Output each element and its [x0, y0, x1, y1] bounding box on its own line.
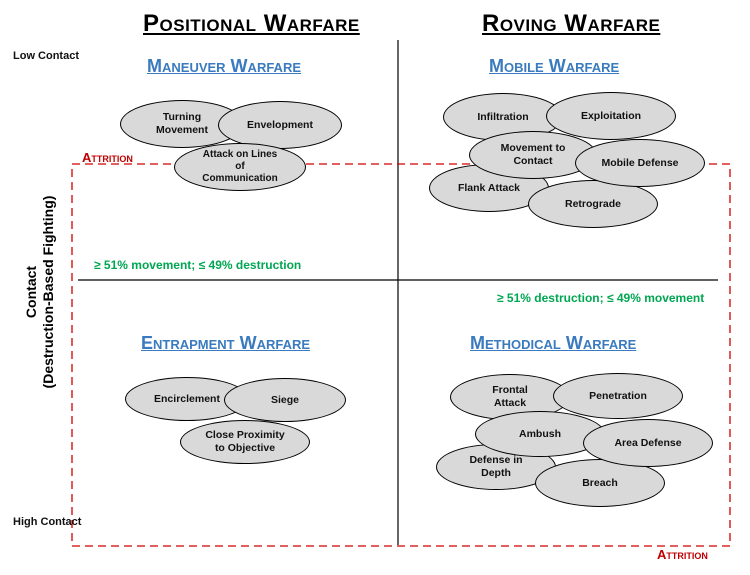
contact-label: Contact: [23, 265, 39, 319]
ellipse-encirclement: Encirclement: [125, 377, 249, 421]
mobile-warfare-title: Mobile Warfare: [489, 56, 620, 76]
ellipse-penetration: Penetration: [553, 373, 683, 419]
ellipse-movement-to-contact: Movement to Contact: [469, 131, 597, 179]
destruction-based-label: (Destruction-Based Fighting): [40, 195, 56, 389]
destruction-ratio-label: ≥ 51% destruction; ≤ 49% movement: [497, 291, 705, 305]
high-contact-label: High Contact: [13, 516, 82, 528]
positional-warfare-title: Positional Warfare: [143, 10, 360, 37]
ellipse-siege: Siege: [224, 378, 346, 422]
ellipse-exploitation: Exploitation: [546, 92, 676, 140]
ellipse-attack-on-lines-of-communication: Attack on Lines of Communication: [174, 143, 306, 191]
ellipse-ambush: Ambush: [475, 411, 605, 457]
ellipse-area-defense: Area Defense: [583, 419, 713, 467]
movement-ratio-label: ≥ 51% movement; ≤ 49% destruction: [94, 258, 302, 272]
ellipse-frontal-attack: Frontal Attack: [450, 374, 570, 420]
ellipse-mobile-defense: Mobile Defense: [575, 139, 705, 187]
attrition-label-bottom: Attrition: [657, 547, 708, 562]
attrition-label-top: Attrition: [82, 150, 133, 165]
ellipse-breach: Breach: [535, 459, 665, 507]
roving-warfare-title: Roving Warfare: [482, 10, 661, 37]
entrapment-warfare-title: Entrapment Warfare: [141, 333, 311, 353]
ellipse-envelopment: Envelopment: [218, 101, 342, 149]
ellipse-retrograde: Retrograde: [528, 180, 658, 228]
ellipse-close-proximity: Close Proximity to Objective: [180, 420, 310, 464]
methodical-warfare-title: Methodical Warfare: [470, 333, 637, 353]
maneuver-warfare-title: Maneuver Warfare: [147, 56, 301, 76]
attrition-boundary: [71, 163, 731, 547]
low-contact-label: Low Contact: [13, 50, 79, 62]
contact-axis-label: Contact (Destruction-Based Fighting): [23, 182, 57, 402]
